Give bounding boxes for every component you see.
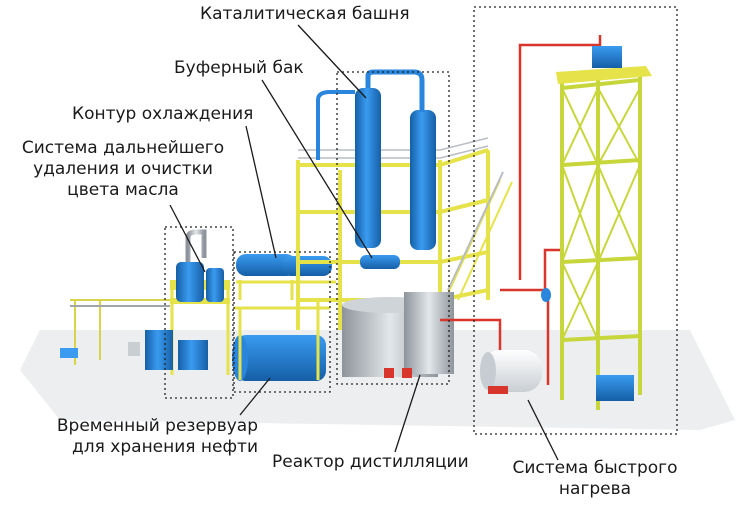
staircase bbox=[444, 171, 513, 301]
left-small-pump bbox=[60, 348, 78, 358]
label-oil-treatment-line3: цвета масла bbox=[67, 180, 179, 200]
label-oil-treatment-line1: Система дальнейшего bbox=[21, 138, 225, 158]
leader-cooling bbox=[245, 125, 277, 259]
label-catalytic-tower: Каталитическая башня bbox=[200, 4, 410, 24]
label-oil-treatment: Система дальнейшего удаления и очистки ц… bbox=[8, 138, 238, 201]
region-outlines bbox=[164, 6, 678, 435]
label-temp-tank-line2: для хранения нефти bbox=[72, 437, 258, 457]
label-distill-reactor: Реактор дистилляции bbox=[272, 452, 469, 472]
distillation-reactor bbox=[342, 292, 454, 378]
leader-temp-tank bbox=[239, 377, 271, 416]
main-railing bbox=[298, 137, 489, 159]
label-oil-treatment-line2: удаления и очистки bbox=[33, 159, 213, 179]
label-temp-tank: Временный резервуар для хранения нефти bbox=[26, 416, 258, 458]
pipe-valve bbox=[541, 288, 551, 302]
temporary-oil-tank bbox=[232, 300, 330, 381]
label-fast-heating-line2: нагрева bbox=[558, 479, 632, 499]
label-cooling-circuit: Контур охлаждения bbox=[72, 104, 254, 124]
fast-heating-boiler bbox=[480, 350, 634, 401]
label-fast-heating-line1: Система быстрого bbox=[512, 458, 678, 478]
oil-treatment-system bbox=[145, 229, 230, 375]
tower-top-platform bbox=[556, 46, 652, 84]
leader-fast-heating bbox=[527, 399, 559, 461]
outline-fast-heating bbox=[473, 6, 678, 435]
buffer-tank bbox=[360, 255, 400, 269]
outline-catalytic bbox=[336, 71, 450, 385]
left-small-box bbox=[128, 342, 140, 356]
fast-heating-tower bbox=[560, 70, 642, 410]
outline-temp-tank bbox=[233, 251, 331, 393]
leader-oil-treatment bbox=[169, 204, 206, 273]
leader-buffer bbox=[261, 79, 373, 259]
catalytic-tower bbox=[316, 69, 436, 250]
label-fast-heating: Система быстрого нагрева bbox=[495, 458, 695, 500]
leader-lines bbox=[169, 24, 559, 461]
leader-reactor bbox=[394, 374, 421, 453]
leader-catalytic bbox=[297, 24, 367, 99]
label-buffer-tank: Буферный бак bbox=[174, 58, 304, 78]
label-temp-tank-line1: Временный резервуар bbox=[56, 416, 258, 436]
